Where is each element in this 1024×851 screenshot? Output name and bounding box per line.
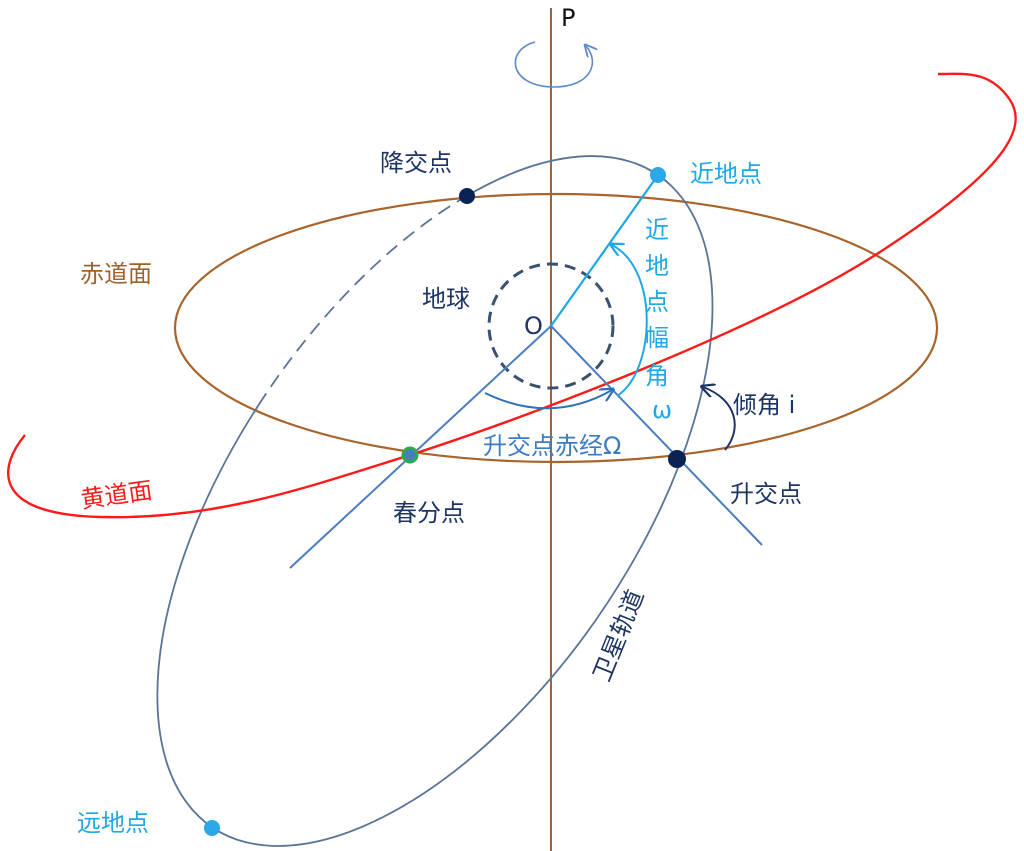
orbit-hidden-arc (257, 195, 468, 406)
aop-char: 幅 (645, 324, 669, 352)
inclination-label: 倾角 i (733, 391, 795, 419)
vernal-equinox-point (401, 446, 419, 464)
origin-label: O (524, 312, 543, 340)
inclination-arc (703, 387, 736, 451)
rotation-arrow-icon (514, 41, 592, 88)
descending-node-point (459, 188, 475, 204)
perigee-argument-arc (612, 245, 648, 397)
ecliptic-curve (7, 72, 1017, 519)
ascending-node-label: 升交点 (730, 480, 802, 508)
vernal-equinox-line (289, 325, 552, 569)
perigee-label: 近地点 (690, 160, 762, 188)
aop-char: 地 (645, 252, 669, 280)
satellite-orbit-label: 卫星轨道 (588, 586, 650, 685)
raan-angle-arc (484, 390, 612, 410)
apogee-point (204, 820, 220, 836)
aop-char: 角 (645, 362, 669, 390)
raan-label: 升交点赤经Ω (483, 432, 621, 460)
pole-label: P (561, 4, 575, 32)
apogee-label: 远地点 (77, 809, 149, 837)
orbit-front-arc (156, 155, 714, 847)
aop-char: 点 (645, 288, 669, 316)
descending-node-label: 降交点 (380, 149, 452, 177)
satellite-orbit (156, 155, 714, 847)
aop-char: ω (652, 396, 672, 424)
equator-plane-label: 赤道面 (80, 260, 152, 288)
argument-of-perigee-label: 近 地 点 幅 角 ω (645, 216, 672, 424)
earth-label: 地球 (422, 285, 470, 313)
ascending-node-line (550, 325, 763, 546)
equator-plane-ellipse (173, 192, 939, 464)
ascending-node-point (668, 450, 686, 468)
perigee-line (550, 174, 659, 327)
earth-circle (487, 262, 615, 390)
perigee-point (650, 167, 666, 183)
aop-char: 近 (645, 216, 669, 244)
vernal-equinox-label: 春分点 (393, 499, 465, 527)
ecliptic-plane-label: 黄道面 (79, 476, 154, 514)
